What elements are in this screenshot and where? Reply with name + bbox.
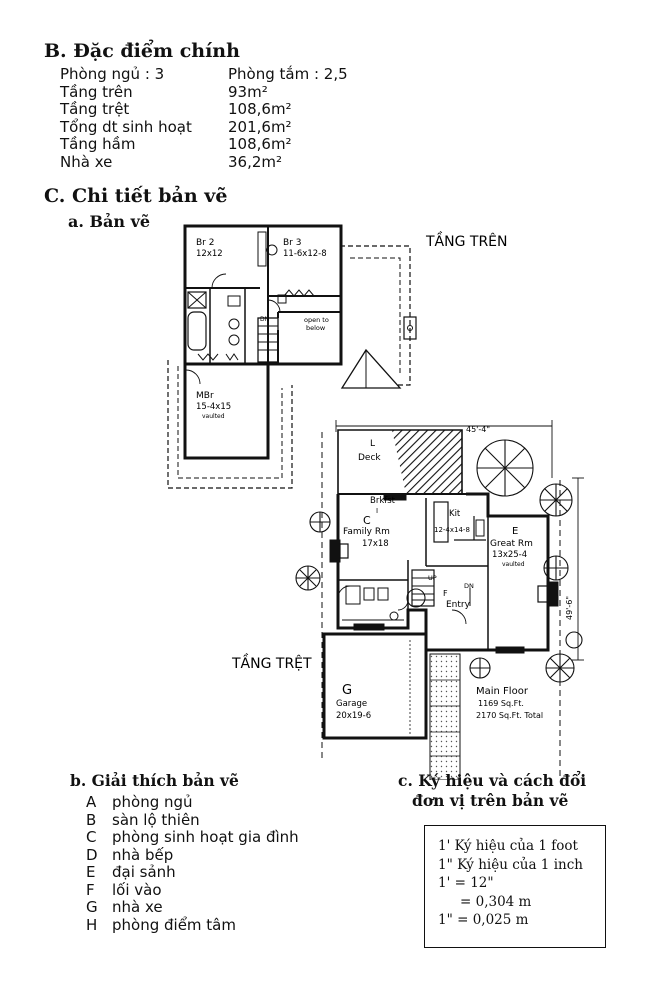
room-entry-name: Entry	[446, 600, 471, 610]
room-kit-size: 12-4x14-8	[434, 526, 470, 534]
legend-letter: A	[86, 793, 97, 811]
legend-letter: G	[86, 898, 98, 916]
room-br2-name: Br 2	[196, 238, 214, 248]
room-garage-name: Garage	[336, 699, 367, 709]
spec-value: 108,6m²	[228, 100, 292, 118]
conversion-line: 1' Ký hiệu của 1 foot	[438, 838, 578, 854]
legend-text: nhà xe	[112, 898, 163, 916]
legend-text: phòng ngủ	[112, 793, 193, 811]
specs-table: Phòng ngủ : 3 Phòng tắm : 2,5 Tầng trên 93…	[60, 65, 348, 172]
spec-row: Tầng trên 93m²	[60, 82, 348, 102]
spec-label: Nhà xe	[60, 152, 113, 171]
spec-label: Tầng hầm	[60, 135, 136, 153]
room-family-size: 17x18	[362, 539, 389, 549]
spec-value: 93m²	[228, 82, 268, 101]
room-brkfst-letter: I	[376, 507, 378, 515]
room-great-letter: E	[512, 526, 518, 537]
legend-text: nhà bếp	[112, 845, 174, 864]
spec-row: Tổng dt sinh hoạt 201,6m²	[60, 117, 348, 137]
legend-letter: D	[86, 845, 98, 864]
main-floor-line1: 1169 Sq.Ft.	[478, 699, 524, 708]
conversion-line: 1" = 0,025 m	[438, 912, 529, 928]
room-brkfst-name: Brkfst	[370, 496, 396, 506]
upper-floor-plan	[167, 224, 417, 489]
spec-row: Tầng trệt 108,6m²	[60, 100, 348, 119]
room-entry-up: UP	[428, 574, 437, 582]
legend-title: b. Giải thích bản vẽ	[70, 771, 239, 790]
legend-letter: B	[86, 810, 97, 829]
room-br3-name: Br 3	[283, 238, 301, 248]
spec-row: Phòng ngủ : 3 Phòng tắm : 2,5	[60, 65, 348, 84]
ground-floor-label: TẦNG TRỆT	[231, 653, 312, 672]
room-br2-size: 12x12	[196, 249, 223, 259]
open-below-line1: open to	[304, 316, 329, 324]
legend-letter: H	[86, 915, 98, 934]
spec-label: Tổng dt sinh hoạt	[60, 117, 192, 136]
legend-letter: F	[86, 880, 95, 899]
room-great-size: 13x25-4	[492, 550, 527, 560]
ground-floor-plan	[295, 420, 584, 780]
main-floor-title: Main Floor	[476, 686, 529, 697]
floor-plan-drawing: Br 2 12x12 Br 3 11-6x12-8 MBr 15-4x15 va…	[167, 224, 584, 780]
spec-value: 201,6m²	[228, 117, 292, 136]
spec-label: Phòng ngủ : 3	[60, 65, 165, 83]
legend-text: đại sảnh	[112, 863, 176, 881]
conversion-title-line1: c. Ký hiệu và cách đổi	[398, 771, 587, 790]
room-garage-size: 20x19-6	[336, 711, 371, 721]
spec-label: Tầng trên	[60, 82, 133, 101]
spec-row: Tầng hầm 108,6m²	[60, 135, 348, 154]
conversion-line: = 0,304 m	[460, 893, 532, 910]
room-mbr-size: 15-4x15	[196, 402, 231, 412]
room-deck-name: Deck	[358, 453, 381, 463]
room-family-name: Family Rm	[343, 527, 390, 537]
legend-letter: C	[86, 828, 97, 846]
legend-text: lối vào	[112, 880, 162, 899]
legend-text: phòng sinh hoạt gia đình	[112, 828, 299, 846]
section-c-subtitle: a. Bản vẽ	[68, 212, 151, 231]
conversion-title-line2: đơn vị trên bản vẽ	[412, 791, 569, 810]
room-mbr-note: vaulted	[202, 413, 225, 420]
room-family-letter: C	[363, 514, 371, 527]
spec-value: 36,2m²	[228, 152, 283, 171]
room-entry-dn: DN	[464, 582, 474, 590]
spec-row: Nhà xe 36,2m²	[60, 152, 348, 172]
room-entry-letter: F	[443, 589, 448, 598]
conversion-line: 1' = 12"	[438, 875, 494, 891]
section-c-title: C. Chi tiết bản vẽ	[44, 185, 228, 207]
spec-value: Phòng tắm : 2,5	[228, 65, 348, 83]
upper-dn-label: DN	[260, 316, 269, 323]
legend-text: sàn lộ thiên	[112, 810, 200, 829]
spec-label: Tầng trệt	[60, 100, 130, 118]
dimension-width: 45'-4"	[466, 425, 490, 434]
room-kit-name: Kit	[449, 509, 461, 519]
room-great-note: vaulted	[502, 561, 525, 568]
legend-text: phòng điểm tâm	[112, 915, 236, 934]
conversion-line: 1" Ký hiệu của 1 inch	[438, 856, 583, 873]
open-below-line2: below	[306, 324, 326, 332]
room-mbr-name: MBr	[196, 391, 214, 401]
legend-letter: E	[86, 863, 96, 881]
room-br3-size: 11-6x12-8	[283, 249, 327, 259]
spec-value: 108,6m²	[228, 135, 292, 153]
main-floor-line2: 2170 Sq.Ft. Total	[476, 711, 543, 720]
upper-floor-label: TẦNG TRÊN	[425, 231, 508, 250]
section-b-title: B. Đặc điểm chính	[44, 40, 240, 62]
room-great-name: Great Rm	[490, 539, 533, 549]
room-garage-letter: G	[342, 683, 352, 698]
conversion-box: 1' Ký hiệu của 1 foot 1" Ký hiệu của 1 i…	[424, 825, 606, 948]
room-deck-letter: L	[370, 439, 375, 449]
dimension-depth: 49'-6"	[565, 596, 574, 620]
